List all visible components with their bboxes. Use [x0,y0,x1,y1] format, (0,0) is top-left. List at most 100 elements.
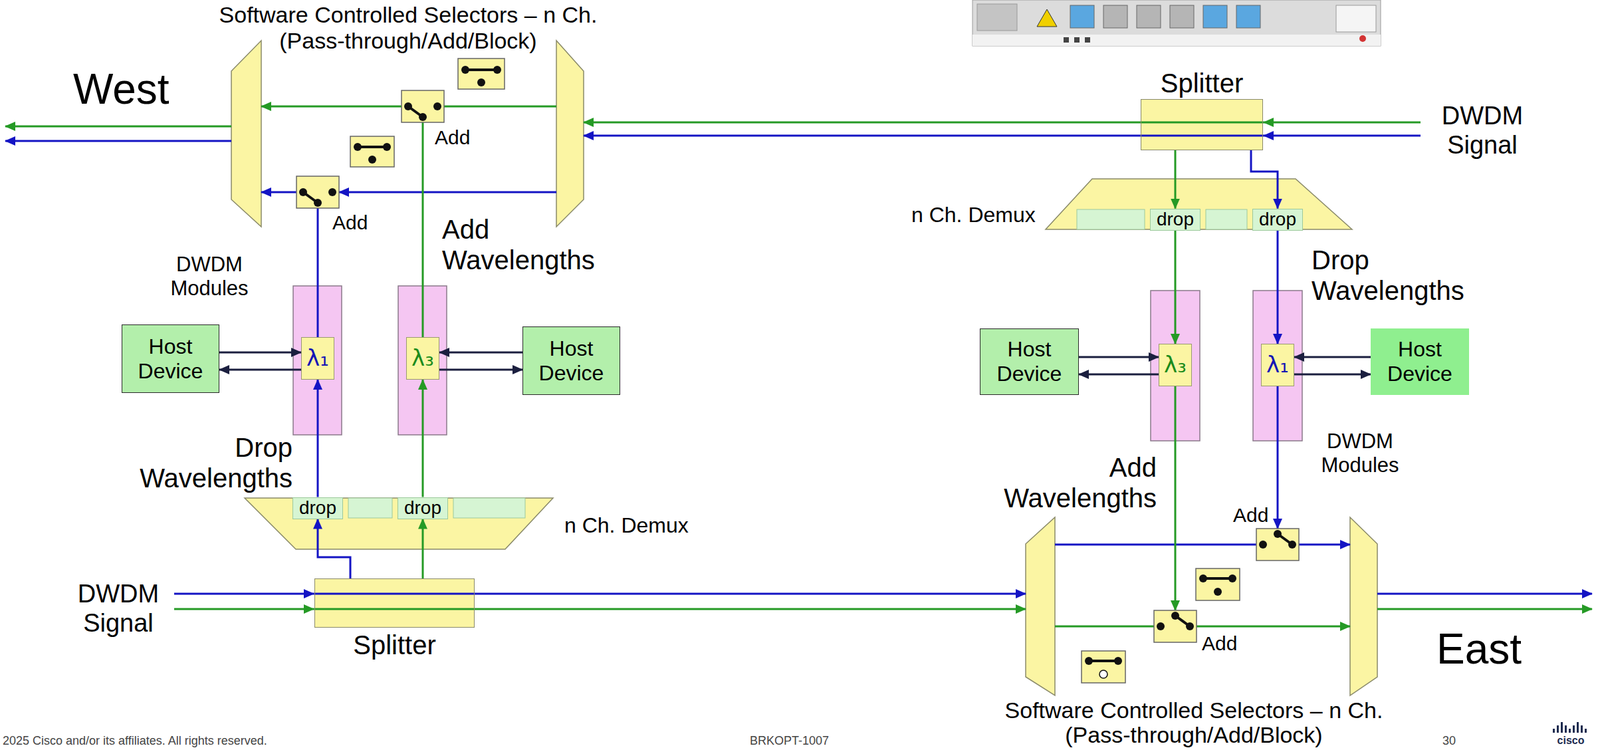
client-link [219,351,302,354]
demux-port [1076,209,1145,230]
signal-label-box: DWDM Signal [1435,101,1529,160]
wavelength-label: λ₃ [1163,351,1187,378]
flow-label: Drop Wavelengths [1311,244,1485,306]
wavelength-module: λ₁ [1260,343,1295,387]
switch-body [1153,610,1197,643]
page-number: 30 [1442,733,1456,748]
switch-dot [461,65,470,74]
fiber-line [261,191,297,194]
selector-switch [1153,610,1197,643]
session-code: BRKOPT-1007 [749,733,829,748]
logo-bars [1552,721,1587,733]
switch-state-label-box: Add [1201,632,1238,656]
switch-lever [1088,659,1119,663]
demux-label: n Ch. Demux [564,513,689,538]
device-label: Host Device [529,336,614,386]
fiber-link [317,519,351,579]
fiber-line [1054,543,1257,546]
fiber-link [1174,230,1177,345]
switch-dot [1273,529,1282,538]
direction-label: East [1436,624,1522,675]
card-handle [1336,5,1376,32]
switch-state-label: Add [332,211,368,235]
switch-lever [1203,576,1233,580]
flow-label: Drop Wavelengths [119,432,293,494]
card-port [1103,5,1128,28]
arrow-head [1262,130,1274,141]
fiber-link [422,519,425,579]
fiber-line [583,121,1421,124]
host-device: Host Device [121,324,220,393]
add-wire [1174,386,1177,611]
direction-label-box: West [73,65,170,115]
logo-bar [1560,721,1563,733]
switch-dot [1288,540,1297,549]
host-device: Host Device [979,328,1079,395]
switch-dot [313,198,322,207]
switch-lever [465,68,498,72]
copyright-note: 2025 Cisco and/or its affiliates. All ri… [2,733,268,748]
client-link [1078,356,1159,359]
fiber-line [174,592,1026,595]
switch-state-label-box: Add [1233,503,1269,528]
card-led [1074,37,1080,43]
switch-icon [350,136,395,167]
selector-switch [1256,528,1299,561]
switch-body [1195,568,1240,601]
splitter-box: Splitter [314,578,475,628]
logo-text-box: cisco [1544,734,1598,747]
flow-label-box: Drop Wavelengths [119,432,293,494]
card-strip [972,34,1381,46]
demux-port [1205,209,1248,230]
switch-icon [457,58,505,90]
fiber-line [5,125,232,128]
client-link [439,351,523,354]
wavelength-label: λ₁ [1266,351,1289,378]
switch-dot [1156,622,1165,631]
switch-dot [433,102,442,111]
module-label-box: DWDM Modules [1313,429,1407,477]
logo-bar [1572,725,1575,733]
flow-label-box: Drop Wavelengths [1311,244,1485,306]
client-link [1294,356,1371,359]
fiber-line [261,105,402,108]
client-link [1294,373,1371,376]
splitter-fill [314,578,475,628]
switch-icon [1081,650,1126,683]
switch-dot [404,102,413,111]
demux-port [348,497,393,518]
switch-dot [1213,587,1222,596]
switch-dot [1114,656,1123,665]
switch-dot [477,78,486,87]
wavelength-module: λ₃ [1158,343,1192,387]
switch-lever [357,145,387,149]
fiber-link [1276,230,1279,345]
drop-port: drop [397,497,449,520]
direction-label: West [73,65,170,115]
device-label: Host Device [1377,337,1463,387]
copyright-note-box: 2025 Cisco and/or its affiliates. All ri… [2,733,268,748]
splitter-box: Splitter [1140,99,1263,151]
signal-label: DWDM Signal [71,579,165,638]
fiber-line [1196,625,1351,628]
fiber-line [1377,608,1593,611]
switch-dot [1171,611,1180,620]
card-port [1236,5,1261,28]
switch-dot [368,155,377,164]
logo-bar [1576,721,1579,733]
page-number-box: 30 [1442,733,1456,748]
arrow-head [303,588,315,599]
switch-state-label-box: Add [332,211,368,235]
logo-bar [1584,728,1587,733]
card-port [1169,5,1194,28]
arrow-head [303,604,315,614]
fiber-line [174,608,1026,611]
logo-text: cisco [1544,734,1598,747]
section-caption: Software Controlled Selectors – n Ch. (P… [205,1,611,54]
port-label: drop [1258,210,1297,229]
switch-state-label: Add [1201,632,1238,656]
switch-dot [299,188,308,197]
